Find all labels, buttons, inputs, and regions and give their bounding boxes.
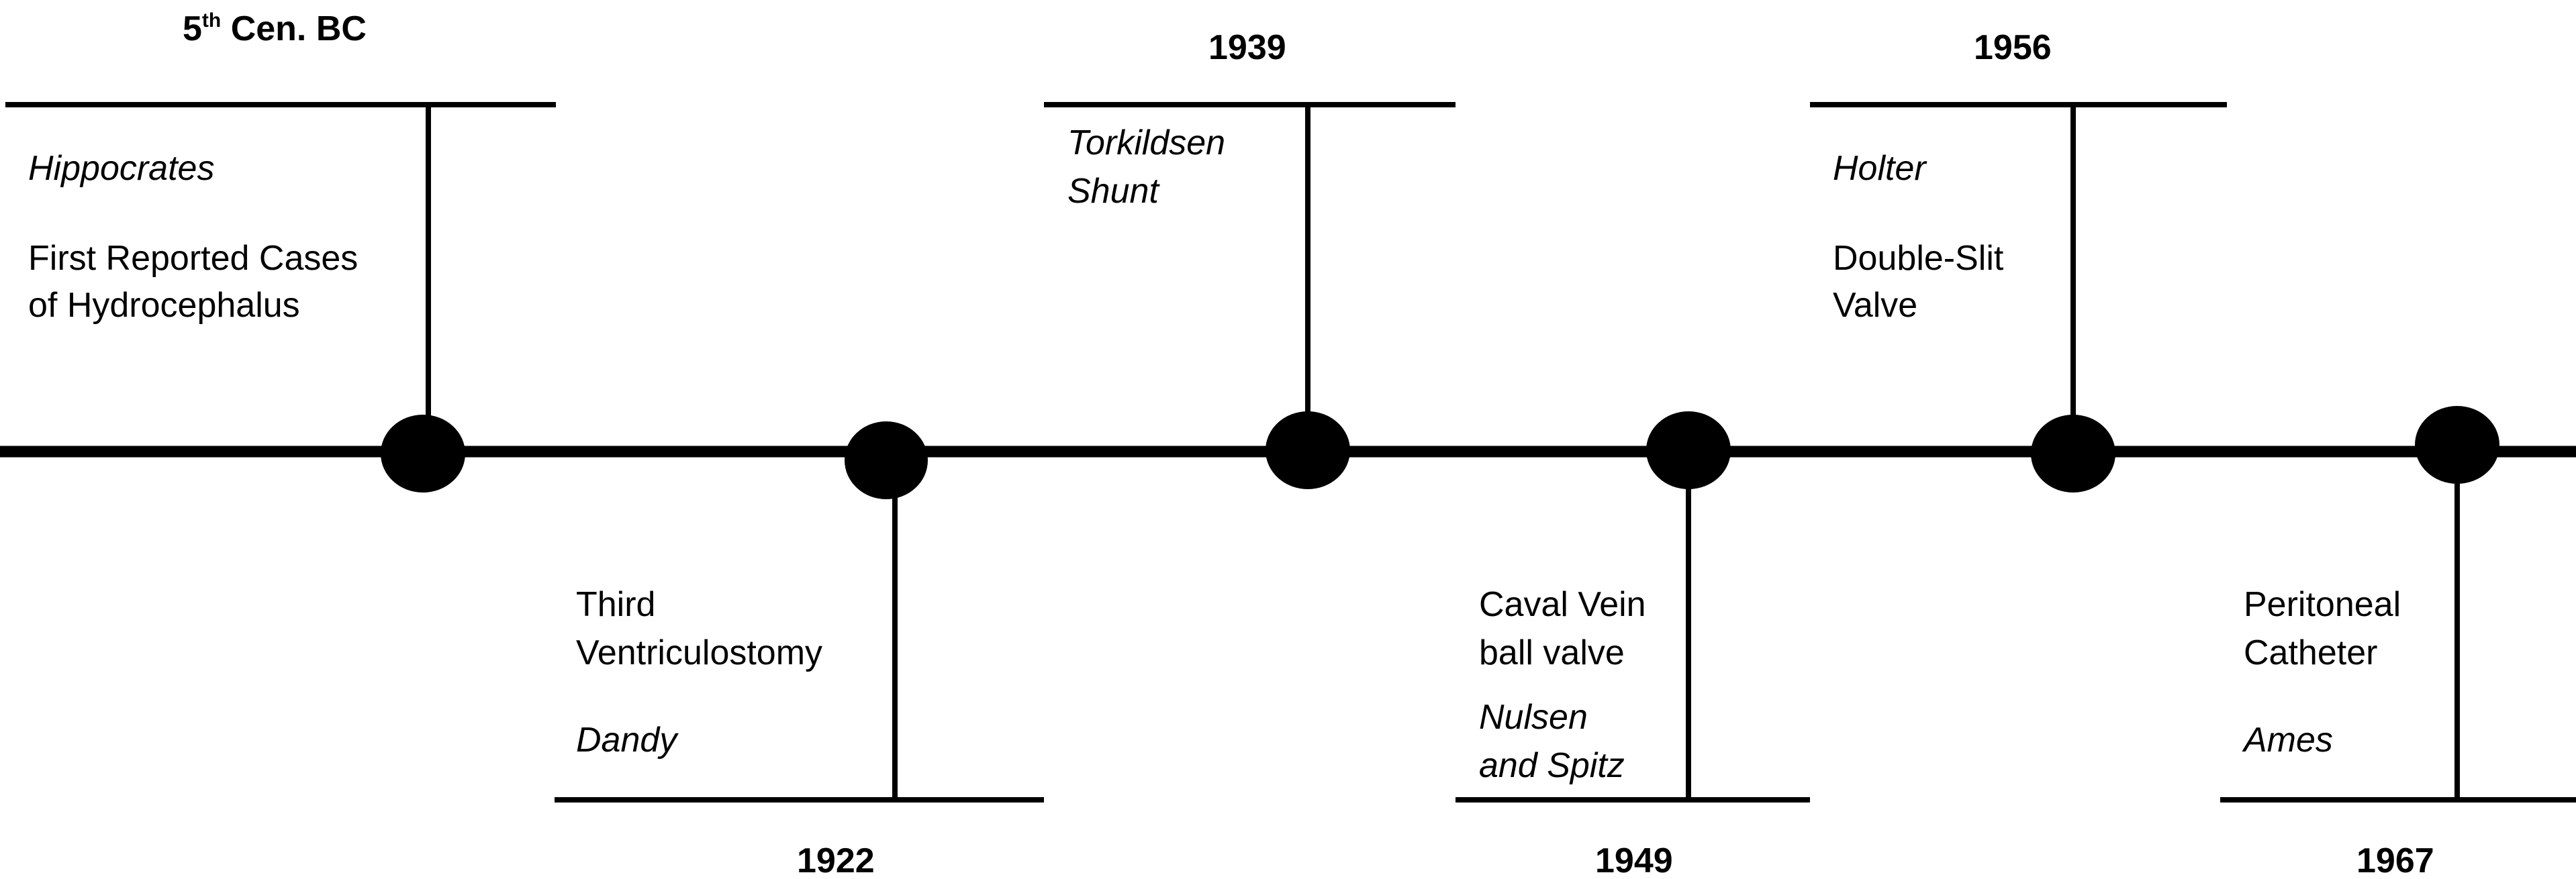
event-author: Hippocrates bbox=[28, 149, 214, 188]
event-marker bbox=[845, 421, 928, 499]
event-marker bbox=[381, 415, 465, 493]
event-author: Dandy bbox=[576, 721, 679, 760]
event-description-line: Third bbox=[576, 585, 655, 624]
event-description-line: of Hydrocephalus bbox=[28, 286, 300, 325]
event-description-line: Valve bbox=[1833, 286, 1917, 325]
event-year: 1949 bbox=[1595, 841, 1673, 879]
event-author: Nulsen bbox=[1479, 698, 1588, 737]
event-author: Holter bbox=[1833, 149, 1927, 188]
timeline-event-dandy: Third Ventriculostomy Dandy 1922 bbox=[555, 421, 1044, 879]
event-year: 5th Cen. BC bbox=[183, 9, 367, 48]
event-year: 1956 bbox=[1974, 28, 2052, 67]
event-marker bbox=[2031, 415, 2115, 493]
timeline-event-holter: 1956 Holter Double-Slit Valve bbox=[1810, 28, 2227, 493]
event-author: Torkildsen bbox=[1067, 123, 1225, 162]
event-author: and Spitz bbox=[1479, 746, 1625, 785]
timeline-event-nulsen-spitz: Caval Vein ball valve Nulsen and Spitz 1… bbox=[1456, 411, 1810, 879]
event-description-line: Peritoneal bbox=[2244, 585, 2401, 624]
event-year: 1967 bbox=[2356, 841, 2434, 879]
event-description-line: Double-Slit bbox=[1833, 239, 2004, 278]
event-description-line: Caval Vein bbox=[1479, 585, 1646, 624]
event-description-line: ball valve bbox=[1479, 633, 1625, 672]
event-description-line: Ventriculostomy bbox=[576, 633, 822, 672]
event-year: 1922 bbox=[797, 841, 875, 879]
timeline-event-hippocrates: 5th Cen. BC Hippocrates First Reported C… bbox=[5, 9, 556, 493]
event-author: Shunt bbox=[1067, 172, 1160, 211]
event-description-line: First Reported Cases bbox=[28, 239, 358, 278]
event-year: 1939 bbox=[1208, 28, 1286, 67]
event-author: Ames bbox=[2242, 721, 2333, 760]
timeline-event-torkildsen: 1939 Torkildsen Shunt bbox=[1044, 28, 1456, 489]
timeline-event-ames: Peritoneal Catheter Ames 1967 bbox=[2220, 406, 2576, 879]
event-description-line: Catheter bbox=[2244, 633, 2377, 672]
event-marker bbox=[1266, 411, 1350, 489]
